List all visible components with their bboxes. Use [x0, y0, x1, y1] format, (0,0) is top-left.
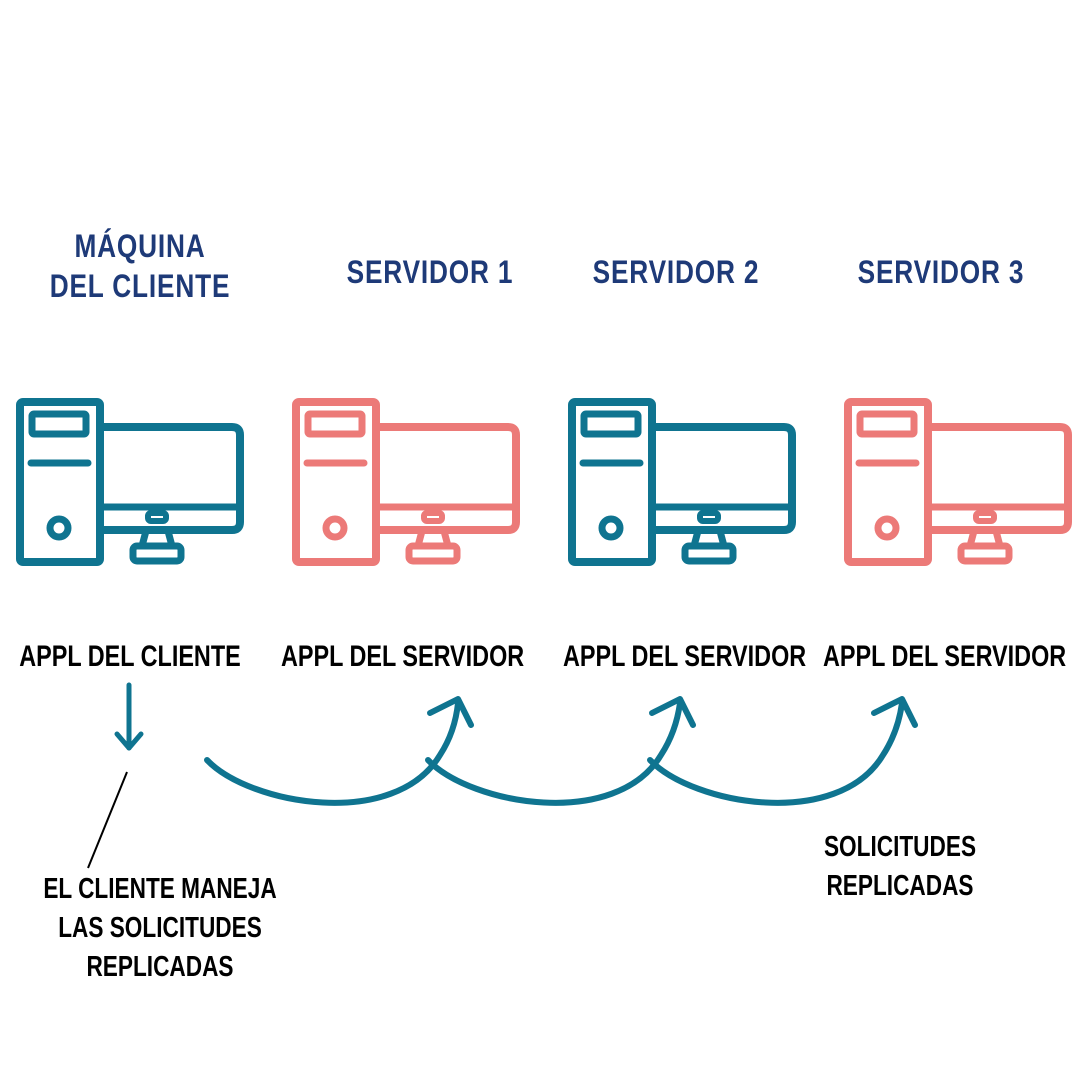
client-note-line-2: LAS SOLICITUDES	[58, 912, 262, 945]
server-3-app-label: APPL DEL SERVIDOR	[823, 640, 1067, 673]
server-1-computer-icon	[296, 402, 516, 562]
client-title-line-1: MÁQUINA	[74, 228, 206, 264]
client-note-line-3: REPLICADAS	[86, 951, 234, 984]
server-1-app-label: APPL DEL SERVIDOR	[281, 640, 525, 673]
client-app-label: APPL DEL CLIENTE	[19, 640, 241, 673]
server-3-title: SERVIDOR 3	[857, 254, 1025, 290]
down-arrow-icon	[114, 682, 144, 751]
curved-arrow-to-server-2	[425, 700, 683, 806]
replicated-requests-note: SOLICITUDES REPLICADAS	[806, 828, 993, 906]
client-handles-replicated-requests-note: EL CLIENTE MANEJA LAS SOLICITUDES REPLIC…	[35, 870, 285, 987]
arrowhead-server-1	[427, 696, 474, 728]
client-note-line-1: EL CLIENTE MANEJA	[43, 873, 277, 905]
note-pointer-line	[87, 771, 128, 869]
curved-arrow-to-server-1	[204, 700, 461, 806]
curved-arrow-to-server-3	[647, 700, 905, 806]
server-2-title: SERVIDOR 2	[592, 254, 760, 290]
client-title-line-2: DEL CLIENTE	[49, 268, 231, 304]
server-3-computer-icon	[848, 402, 1068, 562]
replicated-note-line-1: SOLICITUDES	[823, 831, 977, 863]
client-computer-icon	[20, 402, 240, 562]
server-1-title: SERVIDOR 1	[346, 254, 514, 290]
arrowhead-server-2	[649, 696, 696, 728]
replicated-note-line-2: REPLICADAS	[826, 870, 974, 903]
server-2-app-label: APPL DEL SERVIDOR	[563, 640, 807, 673]
replication-arrows	[204, 696, 918, 806]
arrowhead-server-3	[871, 696, 918, 728]
server-2-computer-icon	[572, 402, 792, 562]
client-machine-title: MÁQUINA DEL CLIENTE	[46, 226, 235, 306]
